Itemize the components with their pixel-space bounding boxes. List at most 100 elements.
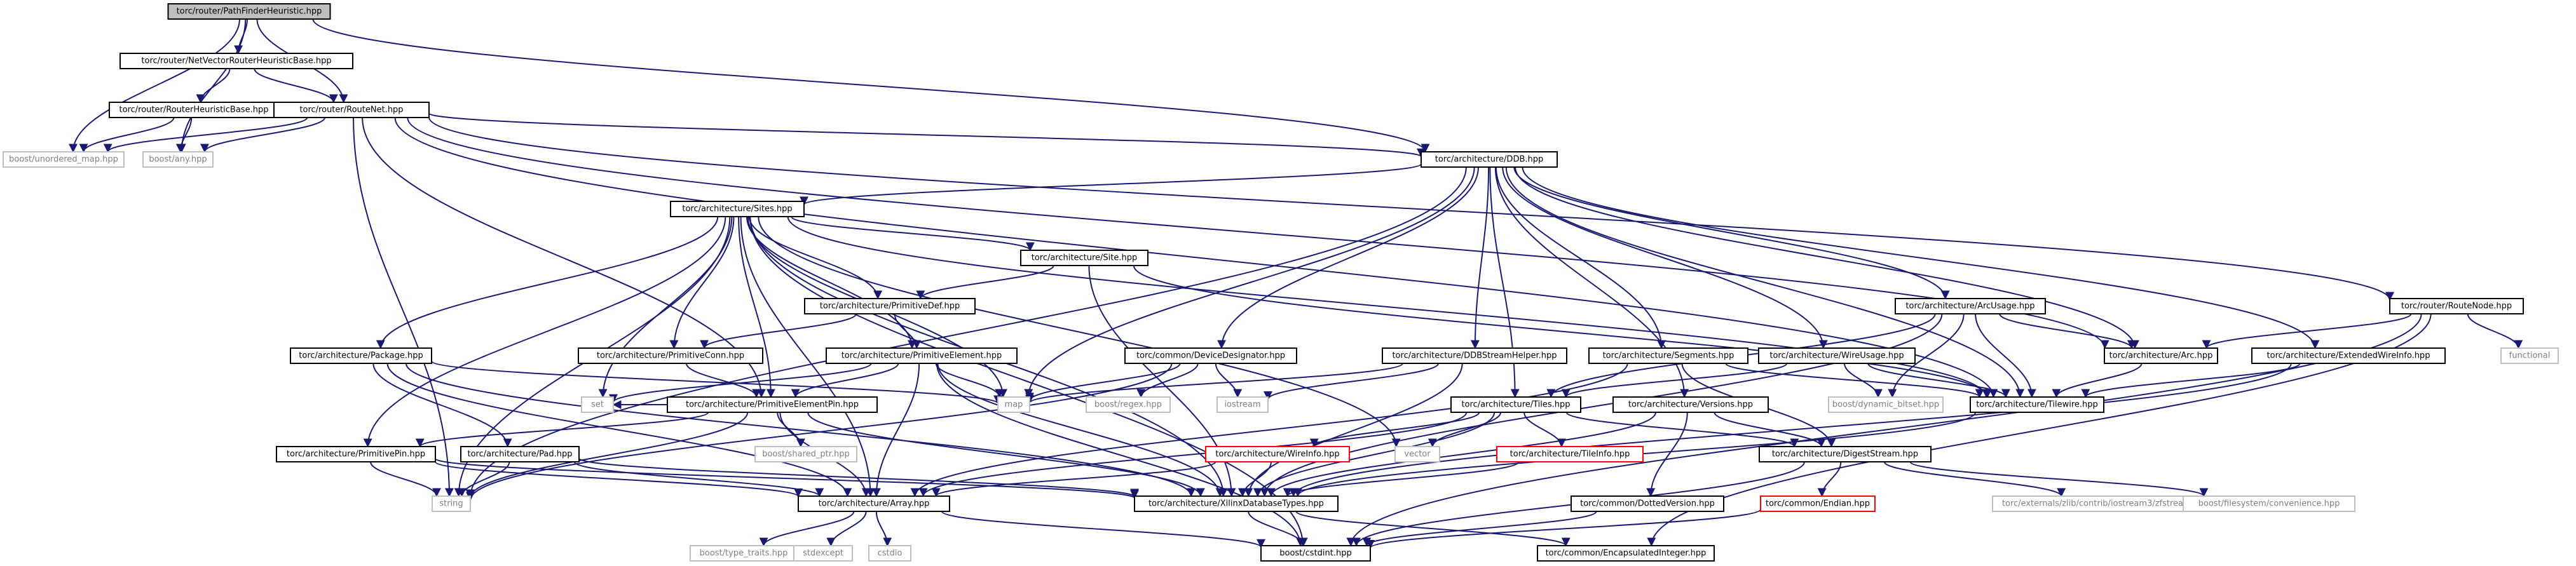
graph-node[interactable]: torc/common/EncapsulatedInteger.hpp bbox=[1537, 545, 1715, 562]
graph-node-label: string bbox=[439, 499, 463, 509]
graph-node-box bbox=[109, 102, 279, 118]
dependency-edge-n39-n45 bbox=[759, 511, 855, 547]
graph-node-box bbox=[1571, 495, 1724, 512]
dependency-edge-n6-n14 bbox=[1470, 166, 1490, 349]
graph-node: boost/any.hpp bbox=[142, 151, 214, 168]
dependency-edge-n40-n48 bbox=[1248, 511, 1308, 547]
dependency-edge-n20-n40 bbox=[1289, 363, 2292, 497]
dependency-edge-n29-n39 bbox=[918, 412, 1468, 497]
graph-node-label: boost/regex.hpp bbox=[1094, 400, 1162, 410]
graph-node[interactable]: torc/router/RouteNet.hpp bbox=[273, 102, 430, 118]
dependency-edge-n39-n46 bbox=[826, 511, 867, 547]
graph-node-label: torc/architecture/PrimitiveConn.hpp bbox=[597, 351, 744, 361]
graph-node-label: boost/any.hpp bbox=[149, 155, 207, 165]
graph-node-box bbox=[1588, 347, 1748, 364]
nodes-layer: torc/router/PathFinderHeuristic.hpp torc/… bbox=[3, 3, 2559, 562]
dependency-edge-n10-n40 bbox=[405, 363, 1196, 497]
graph-node[interactable]: torc/architecture/ArcUsage.hpp bbox=[1895, 298, 2046, 314]
graph-node: boost/shared_ptr.hpp bbox=[754, 446, 857, 462]
dependency-edge-n15-n22 bbox=[1725, 363, 1984, 398]
graph-node[interactable]: torc/architecture/Sites.hpp bbox=[670, 201, 805, 217]
dependency-edge-n7-n33 bbox=[363, 216, 726, 448]
graph-node[interactable]: torc/architecture/PrimitivePin.hpp bbox=[276, 446, 436, 462]
graph-node[interactable]: torc/architecture/Arc.hpp bbox=[2104, 347, 2218, 364]
graph-node[interactable]: torc/architecture/PrimitiveConn.hpp bbox=[578, 347, 763, 364]
graph-node[interactable]: torc/architecture/Tilewire.hpp bbox=[1970, 396, 2104, 413]
graph-node-label: torc/architecture/DDB.hpp bbox=[1435, 155, 1544, 165]
graph-node[interactable]: torc/architecture/Segments.hpp bbox=[1588, 347, 1748, 364]
dependency-edge-n37-n42 bbox=[1817, 461, 1842, 497]
graph-node[interactable]: torc/router/PathFinderHeuristic.hpp bbox=[167, 3, 331, 20]
graph-node-box bbox=[1086, 396, 1171, 413]
dependency-edge-n7-n9 bbox=[748, 216, 883, 300]
graph-node: string bbox=[432, 495, 471, 512]
dependency-edge-n3-n18 bbox=[428, 117, 2394, 301]
graph-node[interactable]: torc/router/RouteNode.hpp bbox=[2389, 298, 2524, 314]
graph-node[interactable]: torc/architecture/Tiles.hpp bbox=[1450, 396, 1581, 413]
dependency-edge-n3-n4 bbox=[103, 117, 308, 153]
dependency-edge-n25-n31 bbox=[777, 412, 805, 448]
graph-node[interactable]: torc/architecture/XilinxDatabaseTypes.hp… bbox=[1134, 495, 1339, 512]
dependency-edge-n14-n28 bbox=[1264, 363, 1440, 400]
dependency-edge-n30-n37 bbox=[1714, 412, 1826, 448]
graph-node-box bbox=[1421, 151, 1558, 168]
graph-node-label: torc/router/NetVectorRouterHeuristicBase… bbox=[141, 57, 331, 66]
graph-node[interactable]: torc/architecture/WireUsage.hpp bbox=[1758, 347, 1916, 364]
graph-node-label: cstdio bbox=[878, 549, 903, 558]
graph-node: iostream bbox=[1216, 396, 1269, 413]
graph-node[interactable]: torc/architecture/PrimitiveElementPin.hp… bbox=[667, 396, 878, 413]
graph-node-box bbox=[997, 396, 1030, 413]
dependency-edge-n34-n39 bbox=[931, 461, 1216, 497]
graph-node[interactable]: boost/cstdint.hpp bbox=[1260, 545, 1371, 562]
graph-node[interactable]: torc/architecture/WireInfo.hpp bbox=[1205, 446, 1350, 462]
graph-node[interactable]: torc/common/DottedVersion.hpp bbox=[1571, 495, 1724, 512]
graph-node[interactable]: torc/architecture/Package.hpp bbox=[290, 347, 432, 364]
graph-node-box bbox=[290, 347, 432, 364]
graph-node-box bbox=[804, 298, 976, 314]
graph-node[interactable]: torc/architecture/ExtendedWireInfo.hpp bbox=[2251, 347, 2446, 364]
dependency-edge-n6-n19 bbox=[1515, 166, 2139, 349]
graph-node-box bbox=[2251, 347, 2446, 364]
dependency-edge-n3-n38 bbox=[353, 117, 454, 497]
graph-node[interactable]: torc/architecture/PrimitiveElement.hpp bbox=[826, 347, 1018, 364]
dependency-edge-n2-n4 bbox=[79, 117, 175, 153]
dependency-edge-n0-n5 bbox=[177, 18, 247, 153]
graph-node[interactable]: torc/architecture/Versions.hpp bbox=[1612, 396, 1769, 413]
graph-node-box bbox=[1020, 250, 1148, 266]
graph-node-box bbox=[119, 53, 353, 69]
graph-node[interactable]: torc/router/RouterHeuristicBase.hpp bbox=[109, 102, 279, 118]
dependency-edge-n6-n20 bbox=[1522, 166, 2320, 349]
graph-node[interactable]: torc/common/DeviceDesignator.hpp bbox=[1124, 347, 1297, 364]
dependency-edge-n33-n39 bbox=[435, 461, 803, 498]
graph-node-box bbox=[1970, 396, 2104, 413]
dependency-edge-n1-n3 bbox=[254, 68, 338, 104]
dependency-edge-n13-n38 bbox=[466, 363, 1173, 501]
dependency-edge-n7-n22 bbox=[787, 216, 1991, 398]
dependency-edge-n13-n27 bbox=[1136, 363, 1199, 398]
graph-node[interactable]: torc/architecture/Pad.hpp bbox=[460, 446, 580, 462]
graph-node[interactable]: torc/architecture/DDBStreamHelper.hpp bbox=[1382, 347, 1567, 364]
graph-node[interactable]: torc/architecture/Array.hpp bbox=[798, 495, 950, 512]
dependency-edge-n9-n11 bbox=[700, 313, 857, 349]
graph-node[interactable]: torc/architecture/DDB.hpp bbox=[1421, 151, 1558, 168]
dependency-edge-n3-n6 bbox=[428, 112, 1426, 158]
dependency-edge-n30-n40 bbox=[1267, 412, 1656, 497]
graph-node-label: torc/router/PathFinderHeuristic.hpp bbox=[177, 7, 322, 17]
graph-node: torc/externals/zlib/contrib/iostream3/zf… bbox=[1992, 495, 2209, 512]
graph-node-label: torc/architecture/Arc.hpp bbox=[2109, 351, 2213, 361]
graph-node[interactable]: torc/architecture/DigestStream.hpp bbox=[1759, 446, 1932, 462]
graph-node[interactable]: torc/architecture/Site.hpp bbox=[1020, 250, 1148, 266]
graph-node[interactable]: torc/architecture/TileInfo.hpp bbox=[1496, 446, 1644, 462]
dependency-edge-n10-n26 bbox=[431, 360, 1002, 405]
dependency-edge-n6-n22 bbox=[1505, 166, 2025, 398]
dependency-edge-n6-n26 bbox=[1024, 166, 1475, 398]
dependency-edge-n29-n40 bbox=[1253, 412, 1496, 497]
graph-node-box bbox=[1828, 396, 1944, 413]
graph-node[interactable]: torc/common/Endian.hpp bbox=[1760, 495, 1876, 512]
graph-node[interactable]: torc/architecture/PrimitiveDef.hpp bbox=[804, 298, 976, 314]
graph-node-label: torc/architecture/PrimitivePin.hpp bbox=[287, 450, 425, 459]
graph-node[interactable]: torc/router/NetVectorRouterHeuristicBase… bbox=[119, 53, 353, 69]
graph-node-label: torc/architecture/PrimitiveElementPin.hp… bbox=[686, 400, 859, 410]
graph-node-label: torc/common/EncapsulatedInteger.hpp bbox=[1546, 549, 1707, 558]
graph-node-box bbox=[754, 446, 857, 462]
